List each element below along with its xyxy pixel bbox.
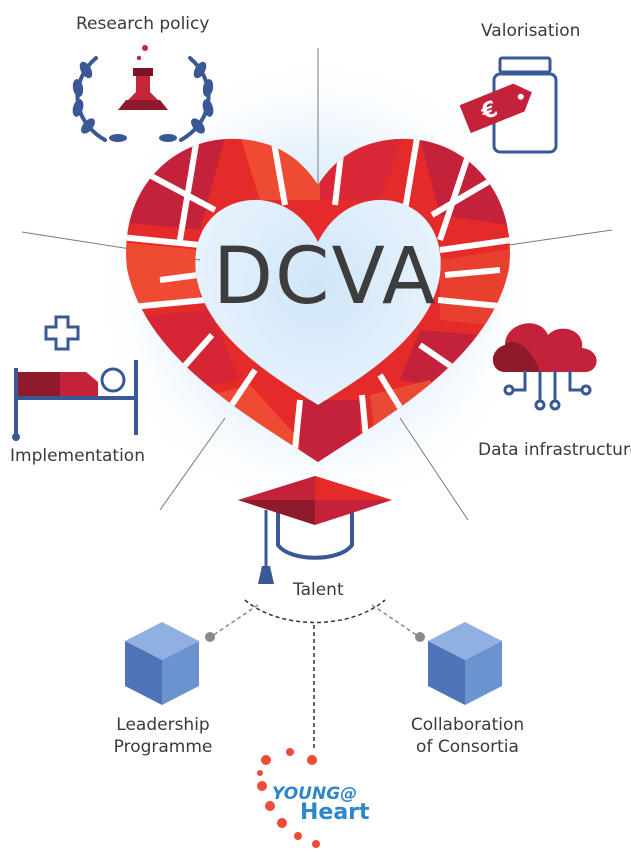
talent-connectors xyxy=(211,599,419,748)
collaboration-line-1: Collaboration xyxy=(410,715,525,735)
young-heart-dots xyxy=(257,748,320,848)
data-infrastructure-label: Data infrastructure xyxy=(478,440,631,460)
cube-icon xyxy=(428,622,502,705)
valorisation-label: Valorisation xyxy=(481,21,581,41)
spoke-lower-right xyxy=(399,417,469,521)
collaboration-line-2: of Consortia xyxy=(416,737,519,757)
connector-dot xyxy=(415,632,425,642)
research-policy-label: Research policy xyxy=(76,14,210,34)
young-heart-logo-line2: Heart xyxy=(300,800,370,825)
leadership-line-2: Programme xyxy=(113,737,213,757)
spoke-lower-left xyxy=(159,417,226,511)
cube-icon xyxy=(125,622,199,705)
laurel-flask-icon xyxy=(72,45,214,142)
spokes xyxy=(21,48,613,521)
collaboration-consortia-label: Collaboration of Consortia xyxy=(405,714,530,758)
heart-tile xyxy=(440,245,510,330)
graduation-cap-icon xyxy=(238,476,392,584)
price-tag-jar-icon: € xyxy=(459,56,558,154)
hospital-bed-icon xyxy=(12,315,138,441)
young-heart-logo-line1: YOUNG@ xyxy=(272,784,358,804)
cloud-circuit-icon xyxy=(492,323,597,411)
leadership-line-1: Leadership xyxy=(116,715,210,735)
center-title: DCVA xyxy=(213,232,438,322)
heart-tile xyxy=(126,240,200,310)
implementation-label: Implementation xyxy=(10,446,145,466)
talent-label: Talent xyxy=(293,580,344,600)
connector-dot xyxy=(205,632,215,642)
leadership-programme-label: Leadership Programme xyxy=(108,714,218,758)
